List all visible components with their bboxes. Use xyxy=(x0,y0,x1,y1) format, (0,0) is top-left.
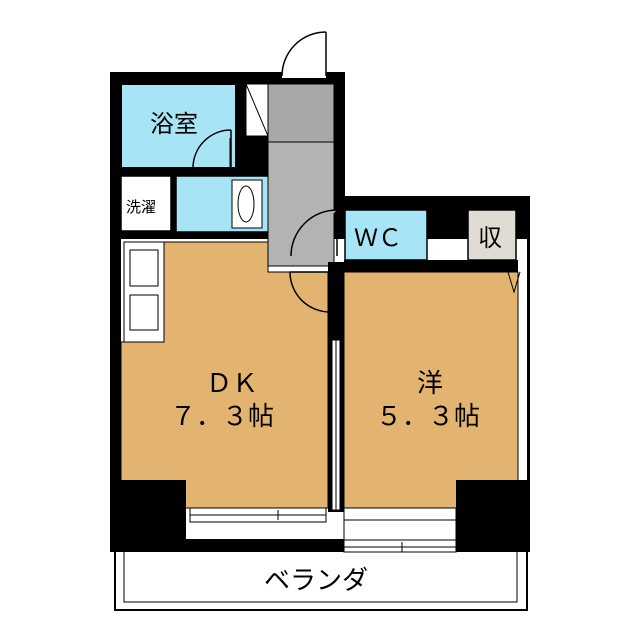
column-left xyxy=(110,480,186,552)
storage-floor xyxy=(467,209,517,261)
wash-basin-bowl xyxy=(237,185,255,223)
western-window xyxy=(343,507,457,553)
shoe-cabinet-diagonal xyxy=(245,83,269,137)
bath-floor xyxy=(120,83,237,169)
wash-basin xyxy=(231,179,263,229)
bath-door-arc xyxy=(192,129,232,169)
kitchen-stove xyxy=(129,249,159,287)
entrance-opening xyxy=(282,66,326,78)
laundry-label: 洗濯 xyxy=(126,198,157,216)
closet-door-mark xyxy=(507,271,521,294)
western-name-label: 洋 xyxy=(417,369,444,399)
kitchen-sink xyxy=(129,294,159,331)
western-size-label: ５．３帖 xyxy=(376,402,481,432)
dk-name-label: ＤＫ xyxy=(206,369,259,399)
bath-label: 浴室 xyxy=(150,110,198,138)
entrance-door-arc xyxy=(281,31,327,77)
column-right xyxy=(456,480,530,552)
balcony-label: ベランダ xyxy=(264,566,369,596)
storage-label: 収 xyxy=(478,224,502,252)
dk-door-arc xyxy=(289,271,331,313)
laundry-area xyxy=(120,175,172,232)
wc-door-arc xyxy=(290,209,338,257)
hallway-step xyxy=(267,83,335,143)
western-floor xyxy=(343,271,519,509)
wc-label: ＷＣ xyxy=(354,224,402,252)
dk-size-label: ７．３帖 xyxy=(170,402,275,432)
wc-room-wall xyxy=(344,260,518,272)
